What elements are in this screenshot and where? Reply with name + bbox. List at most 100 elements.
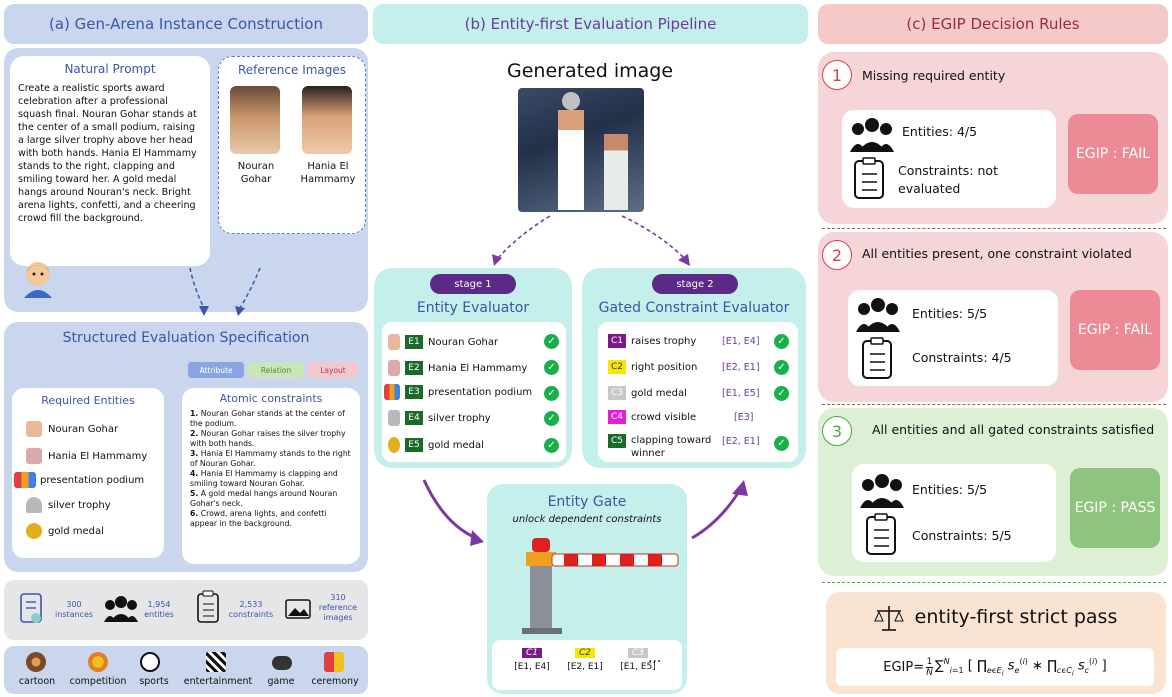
constraint-refs: [E1, E4] bbox=[722, 336, 760, 347]
atomic-constraint: 6. Crowd, arena lights, and confetti app… bbox=[190, 509, 327, 528]
category-label: entertainment bbox=[183, 676, 253, 687]
constraints-icon bbox=[197, 590, 219, 623]
category-label: game bbox=[267, 676, 295, 687]
person-icon bbox=[388, 334, 400, 350]
gate-more: ... bbox=[648, 650, 662, 666]
gate-item: C3[E1, E5] bbox=[620, 648, 656, 672]
clipboard-icon bbox=[866, 513, 896, 555]
tag-relation: Relation bbox=[248, 362, 304, 378]
check-icon: ✓ bbox=[774, 334, 789, 349]
atomic-constraint: 1. Nouran Gohar stands at the center of … bbox=[190, 409, 345, 428]
entities-icon bbox=[104, 596, 138, 622]
rule-3-constraints: Constraints: 5/5 bbox=[912, 528, 1012, 543]
required-entity: gold medal bbox=[26, 523, 104, 539]
sports-icon bbox=[140, 652, 160, 672]
reference-name-1: Nouran Gohar bbox=[237, 161, 275, 185]
check-icon: ✓ bbox=[774, 360, 789, 375]
natural-prompt-title: Natural Prompt bbox=[64, 62, 156, 76]
clipboard-icon bbox=[854, 157, 884, 199]
atomic-constraints-title: Atomic constraints bbox=[219, 392, 323, 405]
header-a: (a) Gen-Arena Instance Construction bbox=[4, 4, 368, 44]
category-label: ceremony bbox=[311, 676, 359, 687]
gate-item: C1[E1, E4] bbox=[514, 648, 550, 672]
rule-2-entities: Entities: 5/5 bbox=[912, 306, 988, 321]
instances-icon bbox=[20, 593, 42, 623]
categories-bar bbox=[4, 646, 368, 694]
trophy-icon bbox=[388, 410, 400, 426]
category-label: cartoon bbox=[18, 676, 56, 687]
rule-3-verdict: EGIP : PASS bbox=[1070, 468, 1160, 548]
ceremony-icon bbox=[324, 652, 344, 672]
game-icon bbox=[272, 656, 292, 670]
generated-image bbox=[518, 88, 644, 212]
scales-icon bbox=[874, 606, 904, 631]
rule-3-entities: Entities: 5/5 bbox=[912, 482, 988, 497]
entities-icon bbox=[860, 474, 904, 508]
header-c: (c) EGIP Decision Rules bbox=[818, 4, 1168, 44]
natural-prompt-text: Create a realistic sports award celebrat… bbox=[18, 83, 197, 224]
required-entity: silver trophy bbox=[26, 497, 111, 513]
medal-icon bbox=[388, 437, 400, 453]
atomic-constraint: 3. Hania El Hammamy stands to the right … bbox=[190, 449, 351, 468]
entities-icon bbox=[850, 118, 894, 152]
constraint-refs: [E2, E1] bbox=[722, 362, 760, 373]
cartoon-icon bbox=[26, 652, 46, 672]
entity-gate-title: Entity Gate bbox=[547, 494, 627, 510]
rule-2-number: 2 bbox=[822, 240, 852, 270]
atomic-constraint: 4. Hania El Hammamy is clapping and smil… bbox=[190, 469, 338, 488]
rule-3-title: All entities and all gated constraints s… bbox=[872, 422, 1155, 437]
check-icon: ✓ bbox=[544, 411, 559, 426]
medal-icon bbox=[26, 523, 42, 539]
reference-images-title: Reference Images bbox=[237, 63, 347, 77]
category-label: competition bbox=[69, 676, 127, 687]
person-icon bbox=[26, 421, 42, 437]
rule-2-constraints: Constraints: 4/5 bbox=[912, 350, 1012, 365]
separator bbox=[822, 582, 1166, 583]
spec-title: Structured Evaluation Specification bbox=[62, 330, 310, 346]
required-entity: Hania El Hammamy bbox=[26, 448, 147, 464]
spec-arrows-icon bbox=[189, 268, 261, 316]
reference-images-icon bbox=[285, 599, 311, 619]
constraint-list bbox=[598, 322, 798, 462]
stage1-pill: stage 1 bbox=[430, 274, 516, 294]
gate-item: C2[E2, E1] bbox=[567, 648, 603, 672]
clipboard-icon bbox=[862, 337, 892, 379]
check-icon: ✓ bbox=[544, 360, 559, 375]
podium-icon bbox=[14, 472, 36, 488]
barrier-gate-icon bbox=[522, 538, 679, 634]
rule-1-verdict: EGIP : FAIL bbox=[1068, 114, 1158, 194]
reference-image-nouran bbox=[230, 86, 280, 154]
rule-2-verdict: EGIP : FAIL bbox=[1070, 290, 1160, 370]
constraint-refs: [E2, E1] bbox=[722, 436, 760, 447]
pipeline-arrows-icon bbox=[492, 215, 690, 266]
generated-image-title: Generated image bbox=[506, 60, 674, 82]
entertainment-icon bbox=[206, 652, 226, 672]
check-icon: ✓ bbox=[544, 438, 559, 453]
rule-2-title: All entities present, one constraint vio… bbox=[862, 246, 1132, 261]
stage2-pill: stage 2 bbox=[652, 274, 738, 294]
competition-icon bbox=[88, 652, 108, 672]
atomic-constraints-card: Atomic constraints 1. Nouran Gohar stand… bbox=[182, 388, 360, 564]
atomic-constraint: 2. Nouran Gohar raises the silver trophy… bbox=[190, 429, 346, 448]
rule-1-constraints: Constraints: not evaluated bbox=[898, 163, 998, 196]
natural-prompt-bubble: Natural Prompt Create a realistic sports… bbox=[10, 56, 210, 266]
stage1-title: Entity Evaluator bbox=[416, 300, 530, 316]
rule-3-number: 3 bbox=[822, 416, 852, 446]
user-avatar-icon bbox=[24, 262, 52, 298]
header-b: (b) Entity-first Evaluation Pipeline bbox=[373, 4, 808, 44]
final-title: entity-first strict pass bbox=[914, 606, 1118, 628]
